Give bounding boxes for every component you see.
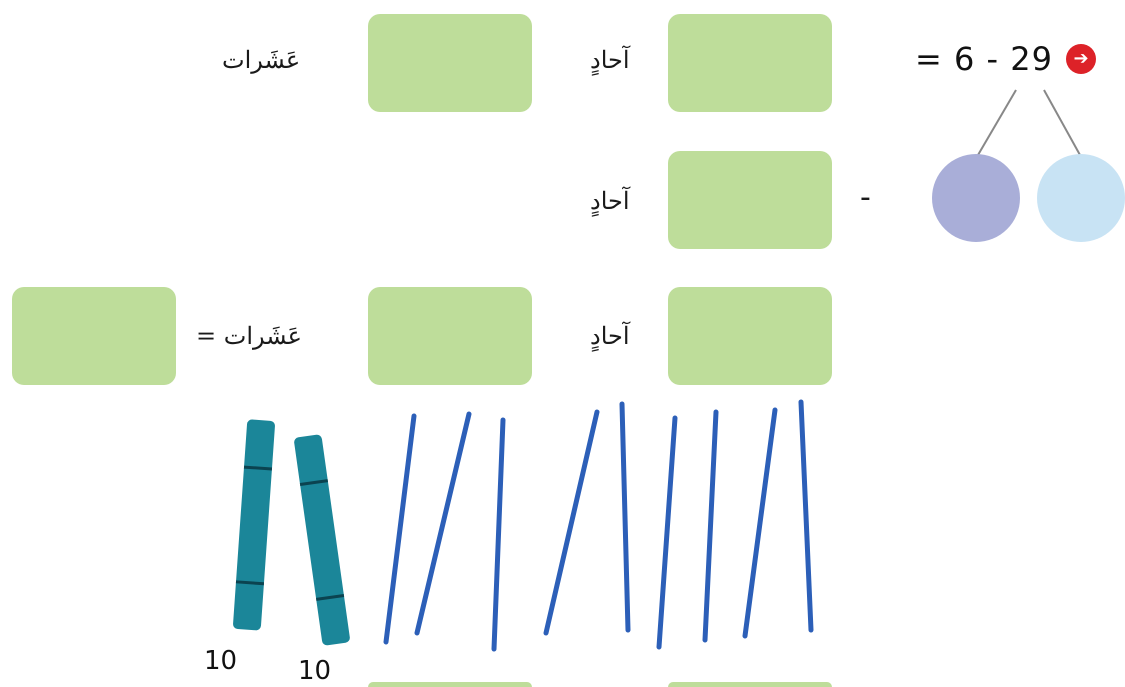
one-stick xyxy=(619,401,631,633)
answer-box-ones-row3[interactable] xyxy=(668,287,832,385)
answer-box-tens-row1[interactable] xyxy=(368,14,532,112)
subtraction-badge-icon: ➔ xyxy=(1066,44,1096,74)
answer-box-result-row3[interactable] xyxy=(12,287,176,385)
ones-label-row2: آحادٍ xyxy=(590,187,630,215)
split-circle-right[interactable] xyxy=(1037,154,1125,242)
split-circle-left[interactable] xyxy=(932,154,1020,242)
one-stick xyxy=(742,407,778,639)
tens-label-row1: عَشَرات xyxy=(222,46,301,74)
ten-rod-1 xyxy=(233,419,275,631)
split-line-right xyxy=(1043,89,1081,156)
one-stick xyxy=(702,409,719,643)
ten-rod-label-2: 10 xyxy=(298,656,332,686)
one-stick xyxy=(383,413,417,645)
ten-rod-label-1: 10 xyxy=(204,646,238,676)
one-stick xyxy=(656,415,678,650)
ones-sticks xyxy=(383,399,814,652)
split-line-left xyxy=(977,89,1017,156)
answer-box-partial-left[interactable] xyxy=(368,682,532,687)
ones-label-row3: آحادٍ xyxy=(590,322,630,350)
minus-sign: - xyxy=(860,180,871,215)
ones-label-row1: آحادٍ xyxy=(590,46,630,74)
one-stick xyxy=(491,417,506,652)
one-stick xyxy=(414,411,472,636)
equation-text: = 6 - 29 xyxy=(915,40,1053,78)
answer-box-tens-row3[interactable] xyxy=(368,287,532,385)
one-stick xyxy=(543,409,600,636)
one-stick xyxy=(798,399,814,633)
ten-rod-2 xyxy=(294,434,350,646)
answer-box-ones-row1[interactable] xyxy=(668,14,832,112)
answer-box-partial-right[interactable] xyxy=(668,682,832,687)
answer-box-ones-row2[interactable] xyxy=(668,151,832,249)
tens-equals-label-row3: عَشَرات = xyxy=(196,322,302,350)
